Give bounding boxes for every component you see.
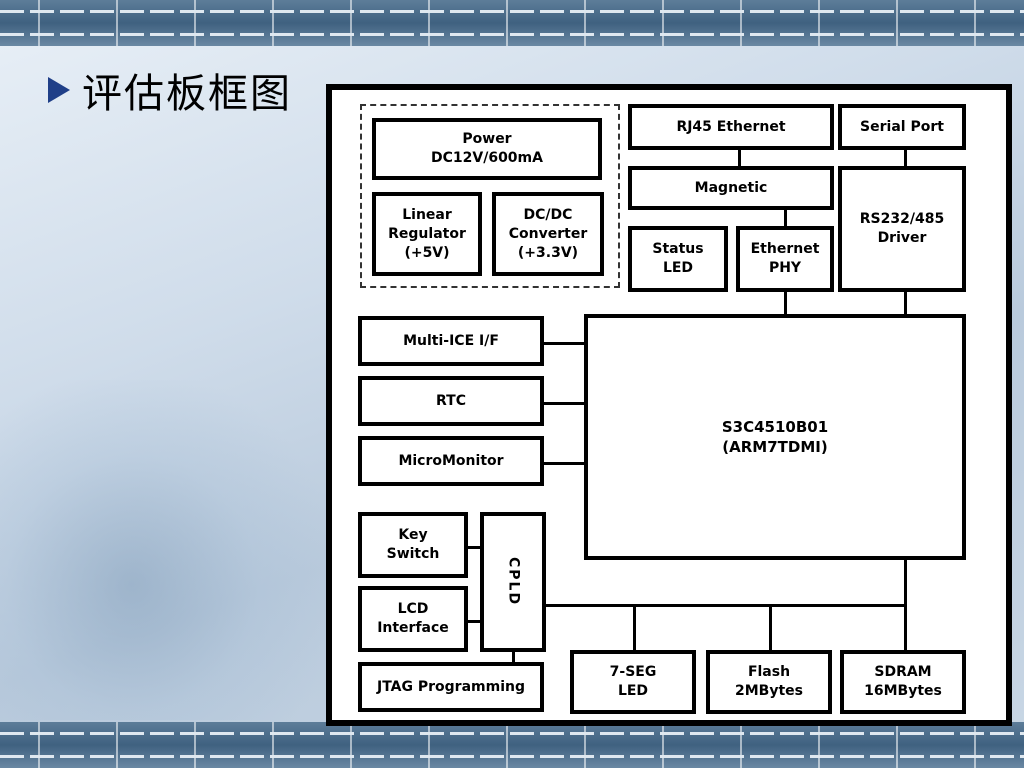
- decorative-bottom-band: [0, 722, 1024, 768]
- connector-line: [466, 620, 484, 623]
- connector-line: [512, 650, 515, 664]
- connector-line: [542, 604, 907, 607]
- cpld-block: CPLD: [480, 512, 546, 652]
- serial-port-block: Serial Port: [838, 104, 966, 150]
- cpu-block: S3C4510B01 (ARM7TDMI): [584, 314, 966, 560]
- linear-regulator-block: Linear Regulator (+5V): [372, 192, 482, 276]
- slide-title: 评估板框图: [48, 62, 292, 118]
- block-diagram: Power DC12V/600mA Linear Regulator (+5V)…: [326, 84, 1012, 726]
- seven-seg-led-block: 7-SEG LED: [570, 650, 696, 714]
- power-block: Power DC12V/600mA: [372, 118, 602, 180]
- background-great-wall-image: [0, 380, 330, 720]
- connector-line: [542, 462, 590, 465]
- flash-block: Flash 2MBytes: [706, 650, 832, 714]
- magnetic-block: Magnetic: [628, 166, 834, 210]
- connector-line: [542, 402, 590, 405]
- status-led-block: Status LED: [628, 226, 728, 292]
- dcdc-converter-block: DC/DC Converter (+3.3V): [492, 192, 604, 276]
- micromonitor-block: MicroMonitor: [358, 436, 544, 486]
- triangle-arrow-icon: [48, 77, 70, 103]
- connector-line: [738, 148, 741, 170]
- connector-line: [633, 604, 636, 652]
- connector-line: [466, 546, 484, 549]
- key-switch-block: Key Switch: [358, 512, 468, 578]
- connector-line: [784, 208, 787, 230]
- connector-line: [784, 290, 787, 318]
- rtc-block: RTC: [358, 376, 544, 426]
- rj45-ethernet-block: RJ45 Ethernet: [628, 104, 834, 150]
- rs232-485-driver-block: RS232/485 Driver: [838, 166, 966, 292]
- connector-line: [542, 342, 590, 345]
- sdram-block: SDRAM 16MBytes: [840, 650, 966, 714]
- multi-ice-if-block: Multi-ICE I/F: [358, 316, 544, 366]
- slide-title-text: 评估板框图: [82, 71, 292, 117]
- connector-line: [904, 290, 907, 318]
- power-group-outline: [360, 104, 620, 288]
- decorative-top-band: [0, 0, 1024, 46]
- ethernet-phy-block: Ethernet PHY: [736, 226, 834, 292]
- connector-line: [904, 148, 907, 170]
- connector-line: [769, 604, 772, 652]
- lcd-interface-block: LCD Interface: [358, 586, 468, 652]
- jtag-programming-block: JTAG Programming: [358, 662, 544, 712]
